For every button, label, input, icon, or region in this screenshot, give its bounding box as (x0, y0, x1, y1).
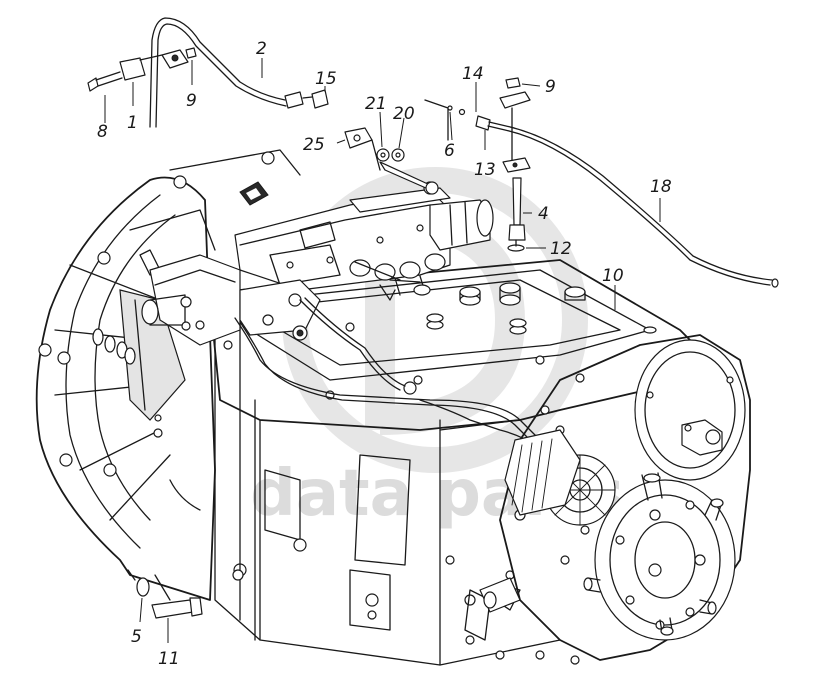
callout-4: 4 (538, 204, 549, 224)
callout-18: 18 (650, 177, 672, 197)
rear-housing (479, 334, 751, 661)
callout-9-right: 9 (545, 77, 556, 97)
air-pipes (234, 297, 561, 471)
callout-9-left: 9 (186, 91, 197, 111)
callout-21: 21 (365, 94, 387, 114)
callouts: 8 1 9 2 15 25 21 20 6 14 13 9 4 12 10 18… (97, 39, 672, 669)
callout-14: 14 (462, 64, 484, 84)
callout-11: 11 (158, 649, 180, 669)
valve-block (234, 181, 494, 301)
callout-5: 5 (131, 627, 142, 647)
gearbox-body (209, 259, 701, 666)
callout-13: 13 (474, 160, 496, 180)
exploded-parts (87, 17, 779, 619)
shift-housing (141, 254, 321, 346)
callout-25: 25 (303, 135, 325, 155)
callout-12: 12 (550, 239, 572, 259)
callout-15: 15 (315, 69, 337, 89)
callout-20: 20 (393, 104, 415, 124)
callout-8: 8 (97, 122, 108, 142)
callout-10: 10 (602, 266, 624, 286)
callout-1: 1 (127, 113, 138, 133)
callout-2: 2 (256, 39, 267, 59)
callout-6: 6 (444, 141, 455, 161)
